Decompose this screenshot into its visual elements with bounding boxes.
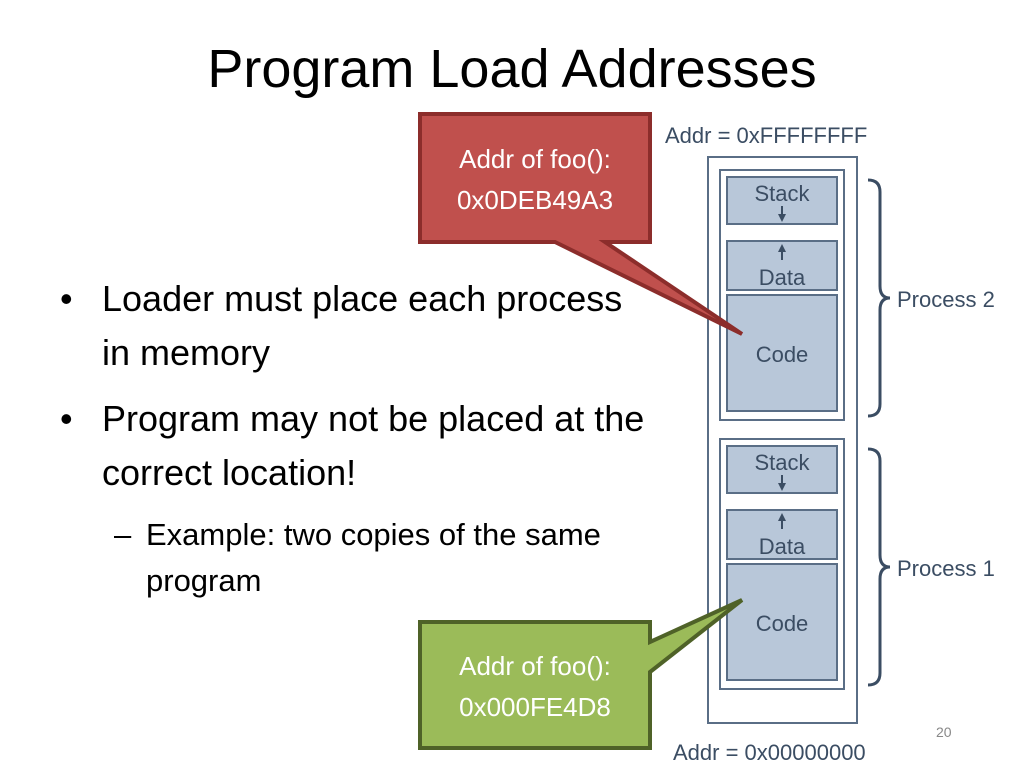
process-1-code-segment bbox=[726, 563, 838, 681]
red-callout-line-2: 0x0DEB49A3 bbox=[457, 185, 613, 215]
green-callout-line-2: 0x000FE4D8 bbox=[459, 692, 611, 722]
bullet-dot-icon: • bbox=[60, 398, 73, 439]
red-callout-line-1: Addr of foo(): bbox=[459, 144, 611, 174]
red-callout bbox=[418, 112, 744, 336]
process-2-stack-label: Stack bbox=[754, 181, 810, 206]
bottom-address-label: Addr = 0x00000000 bbox=[673, 740, 866, 765]
page-number: 20 bbox=[936, 724, 952, 740]
process-1-stack-label: Stack bbox=[754, 450, 810, 475]
sub-bullet-item: – Example: two copies of the same progra… bbox=[60, 512, 660, 604]
green-callout-line-1: Addr of foo(): bbox=[459, 651, 611, 681]
process-2-label: Process 2 bbox=[897, 287, 995, 312]
dash-icon: – bbox=[114, 517, 132, 552]
process-2-data-label: Data bbox=[759, 265, 806, 290]
slide-title: Program Load Addresses bbox=[207, 39, 817, 99]
bullet-list: • Loader must place each process in memo… bbox=[60, 272, 660, 604]
process-2-code-segment bbox=[726, 294, 838, 412]
process-1-label: Process 1 bbox=[897, 556, 995, 581]
bullet-item: • Program may not be placed at the corre… bbox=[60, 392, 660, 500]
process-1-brace-icon bbox=[867, 447, 891, 687]
bullet-text: Loader must place each process in memory bbox=[102, 278, 623, 373]
process-2-brace-icon bbox=[867, 178, 891, 418]
top-address-label: Addr = 0xFFFFFFFF bbox=[665, 123, 867, 148]
bullet-text: Program may not be placed at the correct… bbox=[102, 398, 645, 493]
bullet-dot-icon: • bbox=[60, 278, 73, 319]
process-2-code-label: Code bbox=[756, 342, 809, 367]
sub-bullet-text: Example: two copies of the same program bbox=[146, 517, 601, 598]
bullet-item: • Loader must place each process in memo… bbox=[60, 272, 660, 380]
green-callout bbox=[418, 598, 744, 750]
process-1-data-label: Data bbox=[759, 534, 806, 559]
process-1-code-label: Code bbox=[756, 611, 809, 636]
